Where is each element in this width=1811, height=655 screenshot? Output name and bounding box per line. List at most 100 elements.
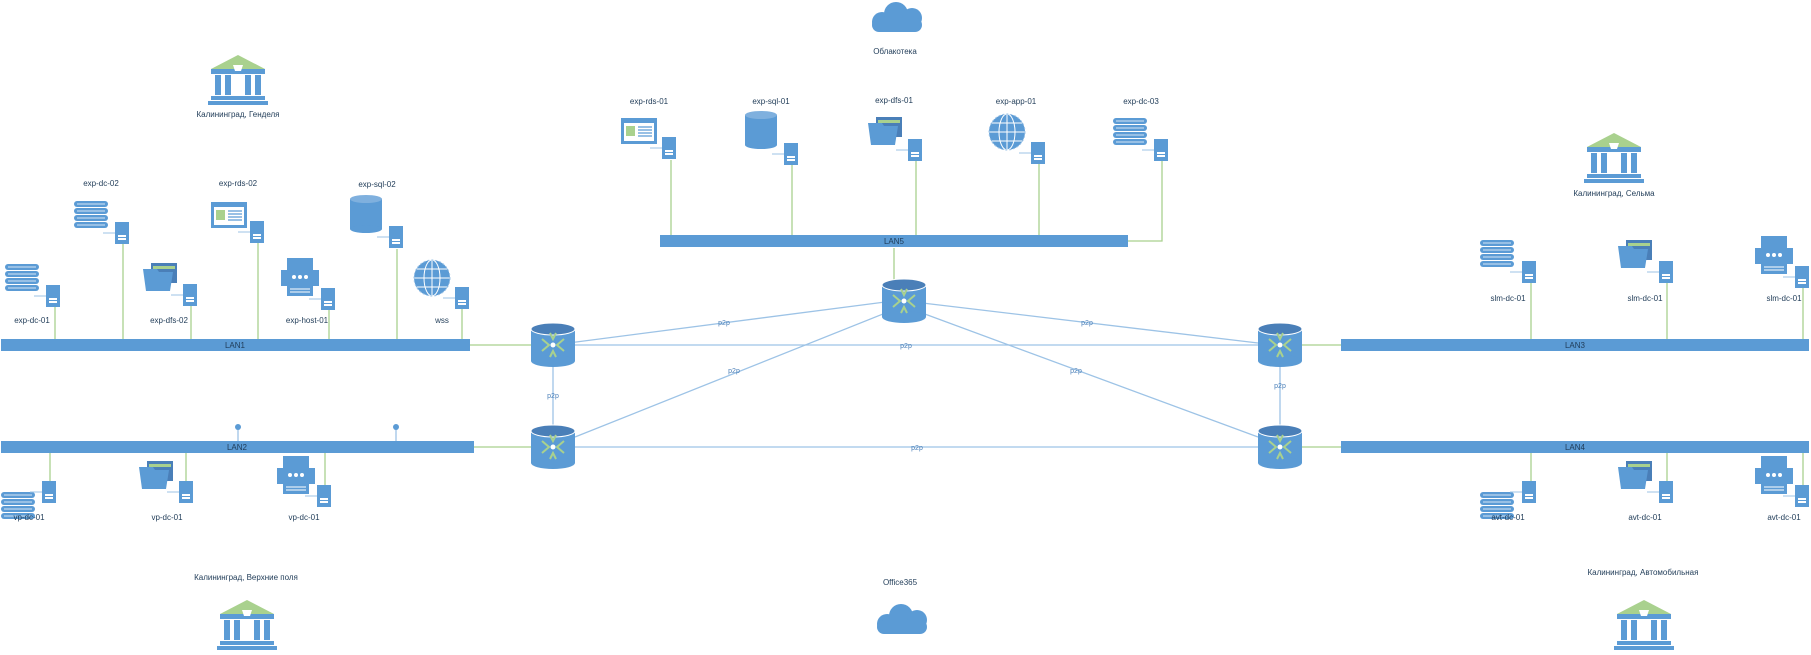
link-r2-r5 <box>574 309 894 438</box>
router-icon-lan2 <box>530 424 576 470</box>
server-label: avt-dc-01 <box>1767 513 1801 522</box>
router-icon-lan4 <box>1257 424 1303 470</box>
printer-icon <box>280 257 320 297</box>
cloud-bottom-label: Office365 <box>883 578 918 587</box>
site-verkhnie: Калининград, Верхние поля <box>194 573 298 650</box>
link-r5-r4 <box>913 309 1259 438</box>
router-icon-lan3 <box>1257 322 1303 368</box>
router-lan-links <box>470 248 1341 448</box>
p2p-label: p2p <box>1274 383 1286 390</box>
server-label: exp-sql-02 <box>358 180 396 189</box>
building-icon <box>1614 600 1674 650</box>
lan-label: LAN2 <box>227 443 248 452</box>
server-icon <box>1646 260 1674 284</box>
lan3-servers: slm-dc-01 slm-dc-01 slm-dc-01 <box>1479 235 1810 339</box>
folder-icon <box>143 263 177 291</box>
cloud-bottom: Office365 <box>877 578 927 634</box>
link-r5-r3 <box>913 301 1259 344</box>
server-label: avt-dc-01 <box>1491 513 1525 522</box>
cloud-top-label: Облакотека <box>873 47 917 56</box>
server-icon <box>1509 480 1537 504</box>
directory-icon <box>4 263 40 292</box>
lan-label: LAN5 <box>884 237 905 246</box>
server-label: vp-dc-01 <box>288 513 320 522</box>
database-icon <box>350 195 382 233</box>
p2p-label: p2p <box>547 393 559 400</box>
folder-icon <box>139 461 173 489</box>
server-label: exp-sql-01 <box>752 97 790 106</box>
building-icon <box>1584 133 1644 183</box>
building-icon <box>208 55 268 105</box>
lan1-bar: LAN1 <box>1 339 470 351</box>
lan3-bar: LAN3 <box>1341 339 1809 351</box>
p2p-label: p2p <box>1081 320 1093 327</box>
site-label: Калининград, Автомобильная <box>1588 568 1699 577</box>
server-icon <box>170 283 198 307</box>
printer-icon <box>276 455 316 495</box>
lan2-access-points <box>235 424 399 441</box>
cloud-top: Облакотека <box>872 2 922 56</box>
p2p-label: p2p <box>1070 368 1082 375</box>
router-icon-core <box>881 278 927 324</box>
database-icon <box>745 111 777 149</box>
server-label: exp-dfs-02 <box>150 316 188 325</box>
access-point-icon <box>393 424 399 430</box>
server-icon <box>166 480 194 504</box>
server-label: avt-dc-01 <box>1628 513 1662 522</box>
lan1-servers: exp-dc-01 exp-dc-02 exp-dfs-02 exp-rds-0… <box>4 179 470 339</box>
server-label: slm-dc-01 <box>1627 294 1663 303</box>
lan-label: LAN1 <box>225 341 246 350</box>
site-gendelya: Калининград, Генделя <box>197 55 280 119</box>
site-label: Калининград, Генделя <box>197 110 280 119</box>
server-label: exp-dfs-01 <box>875 96 913 105</box>
folder-icon <box>1618 461 1652 489</box>
folder-icon <box>1618 240 1652 268</box>
server-label: vp-dc-01 <box>13 513 45 522</box>
lan2-bar: LAN2 <box>1 441 474 453</box>
building-icon <box>217 600 277 650</box>
server-icon <box>1646 480 1674 504</box>
lan4-bar: LAN4 <box>1341 441 1809 453</box>
server-label: exp-rds-01 <box>630 97 669 106</box>
server-label: exp-host-01 <box>286 316 329 325</box>
server-icon <box>895 138 923 162</box>
link-r1-r5 <box>552 300 894 346</box>
lan4-servers: avt-dc-01 avt-dc-01 avt-dc-01 <box>1479 453 1810 522</box>
directory-icon <box>1479 239 1515 268</box>
globe-icon <box>413 259 451 297</box>
p2p-label: p2p <box>728 368 740 375</box>
p2p-label: p2p <box>718 320 730 327</box>
server-label: exp-dc-01 <box>14 316 50 325</box>
server-label: wss <box>434 316 449 325</box>
cloud-icon <box>872 2 922 32</box>
rds-window-icon <box>620 117 658 145</box>
server-icon <box>1018 141 1046 165</box>
server-label: exp-dc-02 <box>83 179 119 188</box>
directory-icon <box>73 200 109 229</box>
lan5-servers: exp-rds-01 exp-sql-01 exp-dfs-01 exp-app… <box>620 96 1169 242</box>
server-label: slm-dc-01 <box>1490 294 1526 303</box>
server-icon <box>442 286 470 310</box>
directory-icon <box>1112 117 1148 146</box>
site-avto: Калининград, Автомобильная <box>1588 568 1699 650</box>
printer-icon <box>1754 455 1794 495</box>
lan-label: LAN3 <box>1565 341 1586 350</box>
router-icon-lan1 <box>530 322 576 368</box>
rds-window-icon <box>210 201 248 229</box>
server-label: exp-app-01 <box>996 97 1037 106</box>
printer-icon <box>1754 235 1794 275</box>
globe-icon <box>988 113 1026 151</box>
lan5-bar: LAN5 <box>660 235 1128 247</box>
server-label: exp-dc-03 <box>1123 97 1159 106</box>
lan-label: LAN4 <box>1565 443 1586 452</box>
folder-icon <box>868 117 902 145</box>
server-label: slm-dc-01 <box>1766 294 1802 303</box>
cloud-icon <box>877 604 927 634</box>
access-point-icon <box>235 424 241 430</box>
p2p-label: p2p <box>900 343 912 350</box>
server-label: vp-dc-01 <box>151 513 183 522</box>
p2p-links: p2p p2p p2p p2p p2p p2p p2p p2p <box>547 300 1286 452</box>
server-label: exp-rds-02 <box>219 179 258 188</box>
site-selma: Калининград, Сельма <box>1573 133 1655 198</box>
